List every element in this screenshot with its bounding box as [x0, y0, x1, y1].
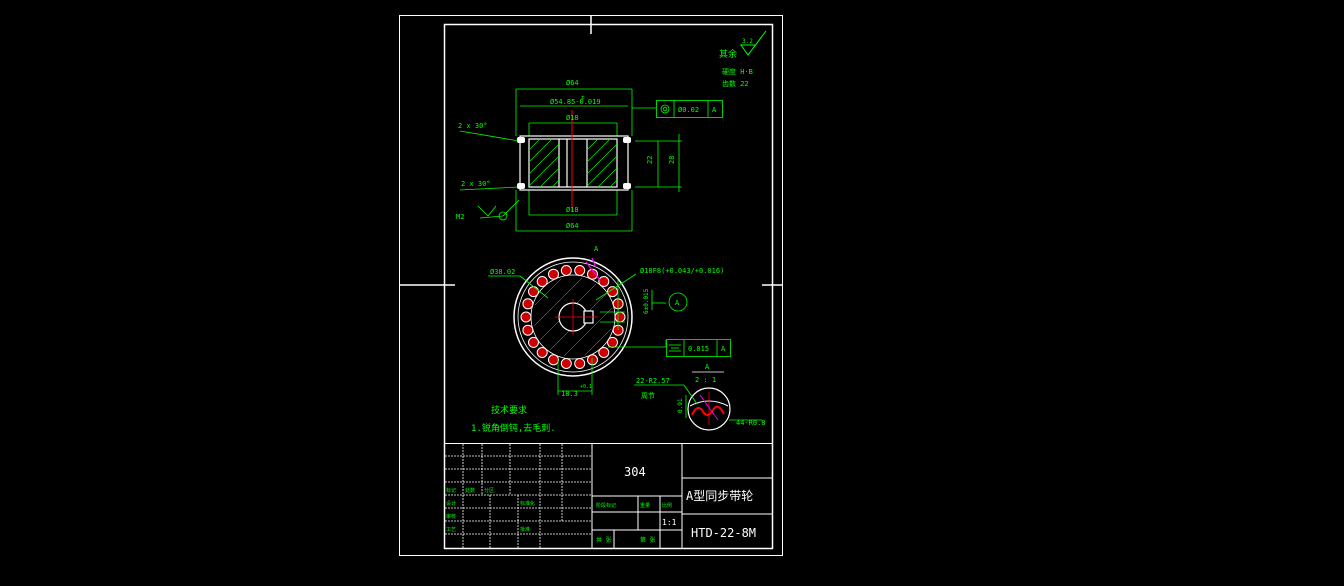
title-block: 304 A型同步带轮 HTD-22-8M 标记 处数 分区 设计 标准化 审核 … [444, 443, 773, 549]
face-view: A Ø38.02 Ø18F8(+0.043/+0.016) 6±0.015 18… [488, 245, 731, 398]
svg-text:304: 304 [624, 465, 646, 479]
svg-text:Ø18: Ø18 [566, 114, 579, 122]
svg-text:Ø64: Ø64 [566, 79, 579, 87]
gear-tooth [587, 354, 598, 366]
gear-teeth [520, 265, 626, 369]
roughness-note: 其余 3.2 硬度 H·B 齿数 22 [719, 30, 767, 88]
svg-text:比例: 比例 [662, 502, 672, 509]
svg-text:A: A [675, 299, 680, 307]
svg-text:标准化: 标准化 [520, 500, 535, 507]
svg-text:阶段标记: 阶段标记 [596, 502, 616, 509]
svg-text:±: ± [581, 94, 585, 101]
svg-text:A: A [705, 363, 710, 371]
svg-text:工艺: 工艺 [446, 527, 456, 533]
svg-text:Ø54.85-0.019: Ø54.85-0.019 [550, 98, 601, 106]
svg-text:齿数 22: 齿数 22 [722, 79, 749, 88]
gear-tooth [607, 286, 618, 298]
svg-text:Ø18F8(+0.043/+0.016): Ø18F8(+0.043/+0.016) [640, 267, 724, 275]
svg-text:2 x 30°: 2 x 30° [461, 180, 491, 188]
gear-tooth [548, 268, 559, 280]
svg-text:3.2: 3.2 [742, 38, 753, 45]
svg-text:硬度 H·B: 硬度 H·B [722, 67, 753, 76]
svg-text:Ø0.02: Ø0.02 [678, 106, 699, 114]
gear-tooth [560, 358, 572, 369]
svg-text:A: A [594, 245, 599, 253]
svg-text:+0.1: +0.1 [580, 384, 592, 390]
gear-tooth [574, 265, 586, 276]
gear-tooth [536, 276, 548, 287]
svg-text:0.91: 0.91 [677, 398, 684, 413]
gear-tooth [587, 268, 598, 280]
svg-text:A: A [721, 345, 726, 353]
svg-text:6±0.015: 6±0.015 [643, 288, 650, 314]
svg-text:审核: 审核 [446, 513, 456, 520]
svg-text:0.015: 0.015 [688, 345, 709, 353]
gear-tooth [528, 336, 539, 348]
gear-tooth [614, 311, 626, 323]
gear-tooth [574, 358, 586, 369]
svg-text:共 张: 共 张 [596, 536, 612, 544]
svg-text:2 : 1: 2 : 1 [695, 376, 716, 384]
gear-tooth [536, 347, 548, 358]
gear-root-circle [530, 274, 616, 360]
svg-text:A: A [712, 106, 717, 114]
svg-text:28: 28 [668, 156, 676, 164]
svg-text:分区: 分区 [484, 487, 494, 494]
svg-text:44-R0.8: 44-R0.8 [736, 419, 766, 427]
centering-marks [400, 15, 782, 286]
section-view: Ø64 ± Ø54.85-0.019 Ø18 Ø18 Ø64 2 x 30° 2… [456, 79, 723, 232]
svg-text:设计: 设计 [446, 500, 456, 507]
svg-text:M2: M2 [456, 213, 464, 221]
svg-text:Ø38.02: Ø38.02 [490, 268, 515, 276]
svg-text:Ø64: Ø64 [566, 222, 579, 230]
gear-tooth [522, 324, 534, 336]
svg-text:2 x 30°: 2 x 30° [458, 122, 488, 130]
svg-text:技术要求: 技术要求 [491, 404, 527, 416]
gear-tooth [522, 298, 534, 310]
svg-text:周节: 周节 [641, 392, 655, 400]
svg-text:22-R2.57: 22-R2.57 [636, 377, 670, 385]
svg-text:HTD-22-8M: HTD-22-8M [691, 526, 756, 540]
svg-text:第 张: 第 张 [640, 536, 656, 544]
tech-requirements: 技术要求 1.锐角倒钝,去毛刺. [471, 404, 556, 434]
svg-text:22: 22 [646, 156, 654, 164]
gear-tooth [560, 265, 572, 276]
svg-text:批准: 批准 [520, 526, 530, 533]
gear-tooth [598, 347, 610, 358]
gear-tooth [520, 311, 532, 323]
gear-tooth [548, 354, 559, 366]
svg-text:A型同步带轮: A型同步带轮 [686, 489, 753, 503]
svg-text:处数: 处数 [465, 487, 475, 494]
svg-text:标记: 标记 [446, 487, 456, 494]
svg-text:重量: 重量 [640, 502, 650, 509]
svg-text:其余: 其余 [719, 48, 737, 60]
gear-tooth [598, 276, 610, 287]
svg-text:1:1: 1:1 [662, 518, 677, 527]
svg-text:1.锐角倒钝,去毛刺.: 1.锐角倒钝,去毛刺. [471, 422, 556, 434]
svg-text:18.3: 18.3 [561, 390, 578, 398]
svg-text:Ø18: Ø18 [566, 206, 579, 214]
detail-view: A 2 : 1 22-R2.57 周节 0.91 44-R0.8 [634, 363, 766, 431]
